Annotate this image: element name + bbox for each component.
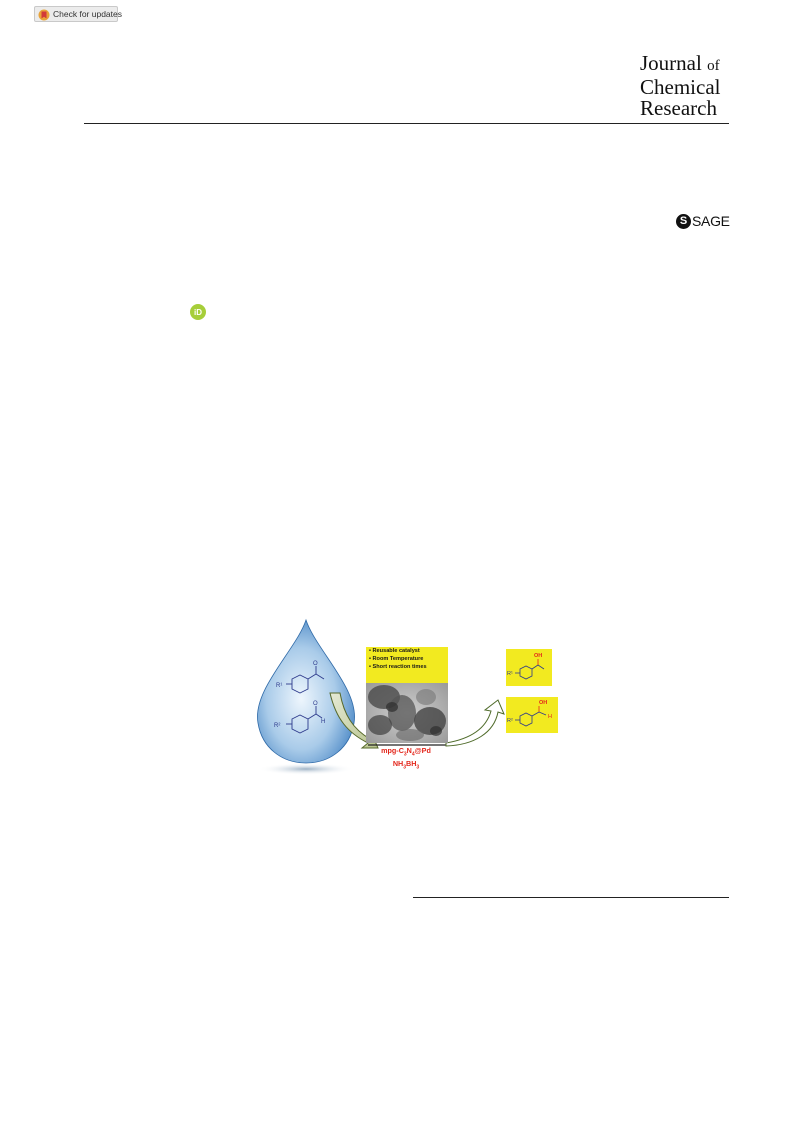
sage-logo: S SAGE	[676, 212, 730, 230]
header-divider	[84, 123, 729, 124]
graphical-abstract: R¹ O R² O H	[257, 618, 505, 775]
reaction-arrow-in	[329, 692, 379, 749]
catalyst-formula: mpg-C3N4@Pd	[381, 746, 431, 758]
reactant2-o: O	[313, 701, 318, 707]
reaction-arrow-out	[445, 699, 505, 747]
tem-micrograph	[366, 683, 448, 743]
product1-r: R¹	[507, 671, 513, 677]
journal-title-line2: Chemical	[640, 75, 721, 99]
product2-h: H	[548, 714, 552, 720]
journal-title-of: of	[707, 58, 720, 74]
reactant2-h: H	[321, 719, 325, 725]
feature-item: Reusable catalyst	[366, 647, 448, 655]
check-for-updates-badge[interactable]: Check for updates	[34, 6, 122, 22]
drop-shadow	[258, 763, 354, 775]
journal-title: Journal of Chemical Research	[640, 53, 760, 119]
reactant-aldehyde	[286, 706, 323, 734]
sage-wordmark: SAGE	[692, 213, 730, 229]
reactant2-r: R²	[274, 723, 280, 729]
reagent-formula: NH3BH3	[392, 759, 420, 771]
journal-title-line1: Journal	[640, 51, 702, 75]
footnote-divider	[413, 897, 729, 898]
product2-r: R²	[507, 718, 513, 724]
product-primary-alcohol: R² OH H	[506, 697, 558, 733]
journal-title-line3: Research	[640, 96, 717, 120]
catalyst-label: mpg-C3N4@Pd NH3BH3	[356, 746, 456, 773]
feature-item: Short reaction times	[366, 663, 448, 671]
product1-oh: OH	[534, 653, 542, 659]
feature-item: Room Temperature	[366, 655, 448, 663]
product-secondary-alcohol: R¹ OH	[506, 649, 552, 686]
reactant1-o: O	[313, 661, 318, 667]
features-box: Reusable catalyst Room Temperature Short…	[366, 647, 448, 683]
orcid-label: iD	[194, 307, 202, 317]
reactant-ketone	[286, 666, 325, 694]
reactant1-r: R¹	[276, 683, 282, 689]
crossmark-icon	[38, 8, 50, 21]
water-drop	[257, 618, 355, 764]
check-for-updates-label: Check for updates	[53, 9, 122, 19]
sage-mark-icon: S	[676, 213, 691, 229]
product2-oh: OH	[539, 700, 547, 706]
orcid-icon[interactable]: iD	[190, 304, 206, 320]
